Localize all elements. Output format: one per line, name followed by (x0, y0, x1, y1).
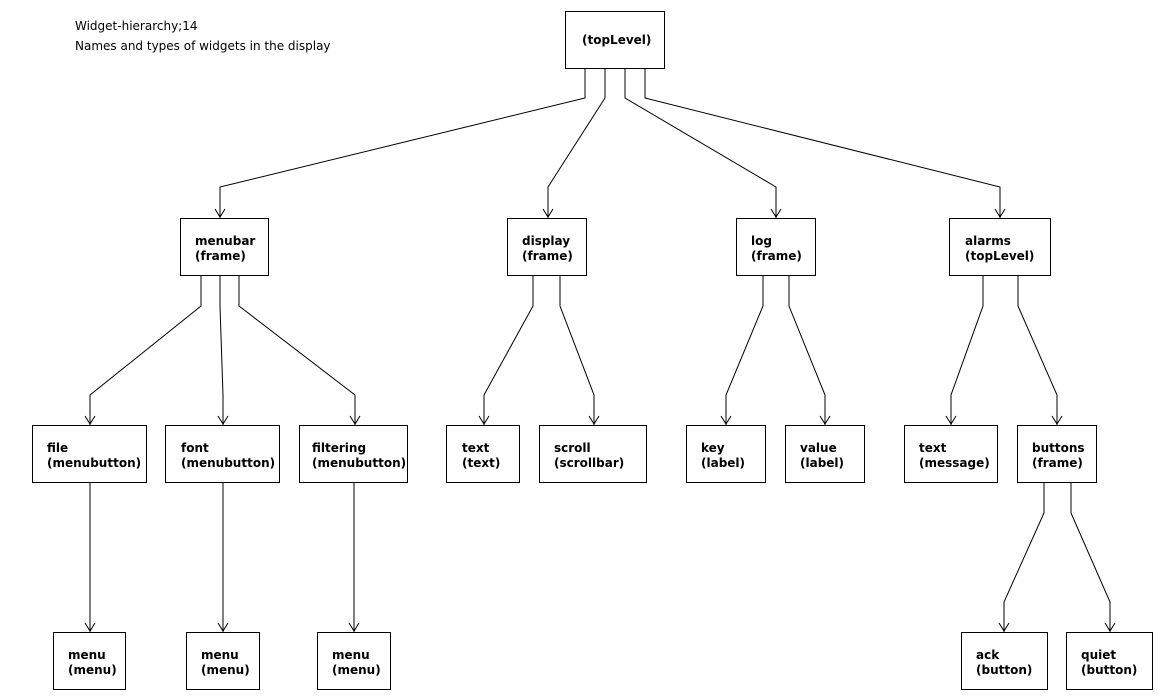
node-scroll: scroll (scrollbar) (539, 425, 647, 483)
node-type: (menu) (68, 663, 117, 677)
node-type: (menubutton) (181, 456, 276, 470)
arrowhead-icon (349, 415, 361, 425)
node-type: (topLevel) (965, 249, 1035, 263)
node-name: scroll (554, 441, 591, 455)
node-type: (label) (800, 456, 845, 470)
arrowhead-icon (998, 622, 1010, 632)
arrowhead-icon (217, 415, 229, 425)
node-type: (message) (919, 456, 990, 470)
node-filtering: filtering (menubutton) (299, 425, 408, 483)
arrowhead-icon (84, 622, 96, 632)
node-type: (frame) (751, 249, 802, 263)
node-filtering-menu: menu (menu) (317, 632, 391, 690)
node-alarms: alarms (topLevel) (949, 218, 1051, 276)
node-name: quiet (1081, 648, 1117, 662)
connector-line (219, 69, 586, 218)
connector-line (559, 276, 595, 425)
arrowhead-icon (217, 622, 229, 632)
node-type: (text) (462, 456, 501, 470)
node-type: (menubutton) (47, 456, 142, 470)
node-key: key (label) (686, 425, 766, 483)
arrowhead-icon (84, 415, 96, 425)
node-name: menu (201, 648, 239, 662)
node-name: key (701, 441, 725, 455)
connector-line (950, 276, 984, 425)
node-name: file (47, 441, 69, 455)
node-name: menubar (195, 234, 256, 248)
node-type: (button) (1081, 663, 1138, 677)
node-value: value (label) (785, 425, 865, 483)
node-name: value (800, 441, 837, 455)
node-name: alarms (965, 234, 1011, 248)
node-type: (frame) (522, 249, 573, 263)
arrowhead-icon (819, 415, 831, 425)
node-buttons: buttons (frame) (1017, 425, 1097, 483)
arrowhead-icon (588, 415, 600, 425)
node-name: display (522, 234, 571, 248)
node-type: (menu) (332, 663, 381, 677)
node-name: menu (332, 648, 370, 662)
arrowhead-icon (770, 208, 782, 218)
connector-line (788, 276, 826, 425)
node-name: log (751, 234, 772, 248)
arrowhead-icon (542, 208, 554, 218)
diagram-title: Widget-hierarchy;14 (75, 19, 198, 33)
node-name: text (462, 441, 490, 455)
connector-line (238, 276, 356, 425)
node-name: font (181, 441, 209, 455)
node-file: file (menubutton) (32, 425, 147, 483)
arrowhead-icon (1051, 415, 1063, 425)
connector-line (624, 69, 777, 218)
connector-line (219, 276, 224, 425)
node-log: log (frame) (736, 218, 816, 276)
node-display-text: text (text) (446, 425, 520, 483)
node-type: (label) (701, 456, 746, 470)
node-type: (frame) (1032, 456, 1083, 470)
node-type: (scrollbar) (554, 456, 625, 470)
node-quiet: quiet (button) (1066, 632, 1153, 690)
node-type: (button) (976, 663, 1033, 677)
arrowhead-icon (214, 208, 226, 218)
arrowhead-icon (945, 415, 957, 425)
node-name: filtering (312, 441, 367, 455)
node-font: font (menubutton) (165, 425, 280, 483)
node-menubar: menubar (frame) (180, 218, 269, 276)
node-ack: ack (button) (961, 632, 1048, 690)
node-alarms-text: text (message) (904, 425, 998, 483)
connector-line (1003, 483, 1045, 632)
node-name: menu (68, 648, 106, 662)
node-type: (menubutton) (312, 456, 407, 470)
node-type: (topLevel) (582, 33, 652, 47)
node-toplevel: (topLevel) (565, 11, 665, 69)
connector-line (89, 276, 202, 425)
node-type: (frame) (195, 249, 246, 263)
arrowhead-icon (1104, 622, 1116, 632)
node-font-menu: menu (menu) (186, 632, 260, 690)
connector-line (547, 69, 606, 218)
arrowhead-icon (994, 208, 1006, 218)
arrowhead-icon (720, 415, 732, 425)
connector-line (1017, 276, 1058, 425)
node-type: (menu) (201, 663, 250, 677)
arrowhead-icon (348, 622, 360, 632)
node-name: text (919, 441, 947, 455)
connector-line (644, 69, 1001, 218)
arrowhead-icon (478, 415, 490, 425)
node-display: display (frame) (507, 218, 587, 276)
connector-line (483, 276, 534, 425)
connector-line (1070, 483, 1111, 632)
diagram-subtitle: Names and types of widgets in the displa… (75, 39, 331, 53)
node-name: buttons (1032, 441, 1085, 455)
node-file-menu: menu (menu) (53, 632, 126, 690)
connector-line (725, 276, 764, 425)
node-name: ack (976, 648, 1000, 662)
